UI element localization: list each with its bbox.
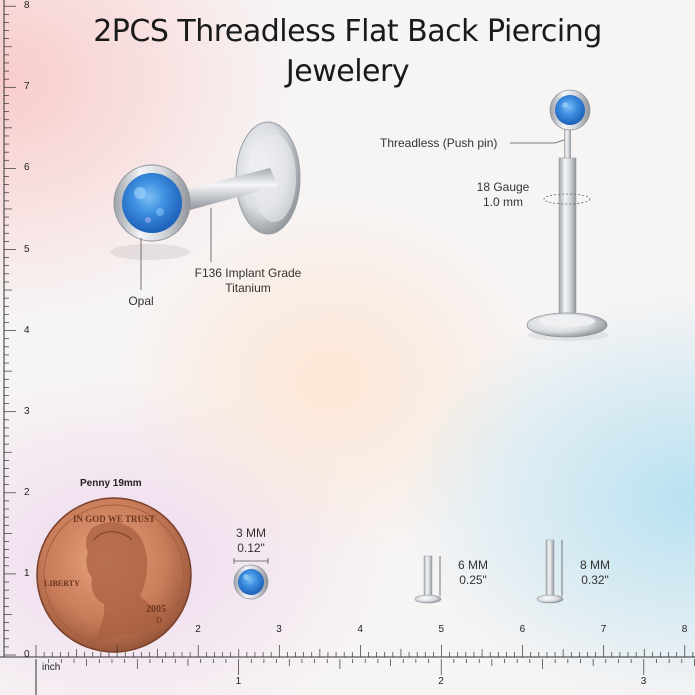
bottom-ruler-label-7: 7 (600, 624, 607, 635)
gauge-size: 1.0 mm (482, 195, 523, 209)
penny-year: 2005 (146, 604, 166, 615)
size-3mm-inch: 0.12" (237, 541, 265, 555)
inch-unit-label: inch (42, 662, 61, 673)
size-8mm-labret (536, 539, 564, 604)
inch-ruler-label-2: 2 (438, 676, 444, 687)
size-8mm-inch: 0.32" (581, 573, 609, 587)
size-6mm-labret (414, 555, 442, 604)
bottom-ruler-label-2: 2 (195, 624, 201, 635)
inch-ruler-label-1: 1 (235, 676, 242, 687)
labret-main (110, 121, 301, 260)
material-line-1: F136 Implant Grade (194, 266, 302, 280)
size-6mm-mm: 6 MM (458, 558, 488, 572)
left-ruler-label-4: 4 (24, 324, 30, 336)
labret-vertical (526, 89, 608, 341)
bottom-inch-ruler (35, 659, 695, 695)
page-title: 2PCS Threadless Flat Back Piercing Jewel… (60, 12, 635, 92)
left-ruler-label-1: 1 (24, 567, 30, 579)
penny-label: Penny 19mm (80, 478, 142, 489)
inch-ruler-label-3: 3 (640, 676, 647, 687)
bottom-ruler-label-3: 3 (276, 624, 282, 635)
title-line-1: 2PCS Threadless Flat Back Piercing (93, 14, 602, 49)
size-3mm-label: 3 MM 0.12" (226, 526, 276, 556)
opal-stone (122, 173, 182, 233)
gauge-label: 18 Gauge (476, 180, 530, 194)
left-ruler-label-0: 0 (24, 649, 30, 660)
size-6mm-inch: 0.25" (459, 573, 487, 587)
material-line-2: Titanium (225, 281, 271, 295)
size-6mm-label: 6 MM 0.25" (448, 558, 498, 588)
size-8mm-label: 8 MM 0.32" (570, 558, 620, 588)
penny-motto: IN GOD WE TRUST (73, 514, 155, 524)
penny-liberty: LIBERTY (44, 579, 80, 588)
gauge-callout: 18 Gauge 1.0 mm (470, 180, 536, 210)
bottom-ruler-label-5: 5 (438, 624, 445, 635)
title-line-2: Jewelery (285, 54, 410, 89)
penny-coin: IN GOD WE TRUST LIBERTY 2005 D (36, 497, 192, 653)
left-ruler-label-2: 2 (24, 486, 30, 498)
bottom-ruler-label-4: 4 (357, 624, 363, 635)
left-ruler-label-3: 3 (24, 405, 30, 417)
bottom-cm-ruler (0, 645, 695, 658)
left-ruler-label-8: 8 (24, 0, 30, 12)
bottom-ruler-label-8: 8 (681, 624, 688, 635)
left-ruler-label-7: 7 (24, 81, 30, 93)
threadless-callout: Threadless (Push pin) (380, 136, 498, 150)
size-3mm-stone (233, 558, 269, 600)
left-cm-ruler (3, 0, 16, 657)
material-callout: F136 Implant Grade Titanium (186, 266, 310, 296)
size-8mm-mm: 8 MM (580, 558, 610, 572)
opal-callout: Opal (128, 294, 154, 308)
size-3mm-mm: 3 MM (236, 526, 266, 540)
bottom-ruler-label-6: 6 (519, 624, 526, 635)
left-ruler-label-5: 5 (24, 243, 30, 255)
penny-mint: D (156, 616, 162, 625)
left-ruler-label-6: 6 (24, 162, 30, 174)
